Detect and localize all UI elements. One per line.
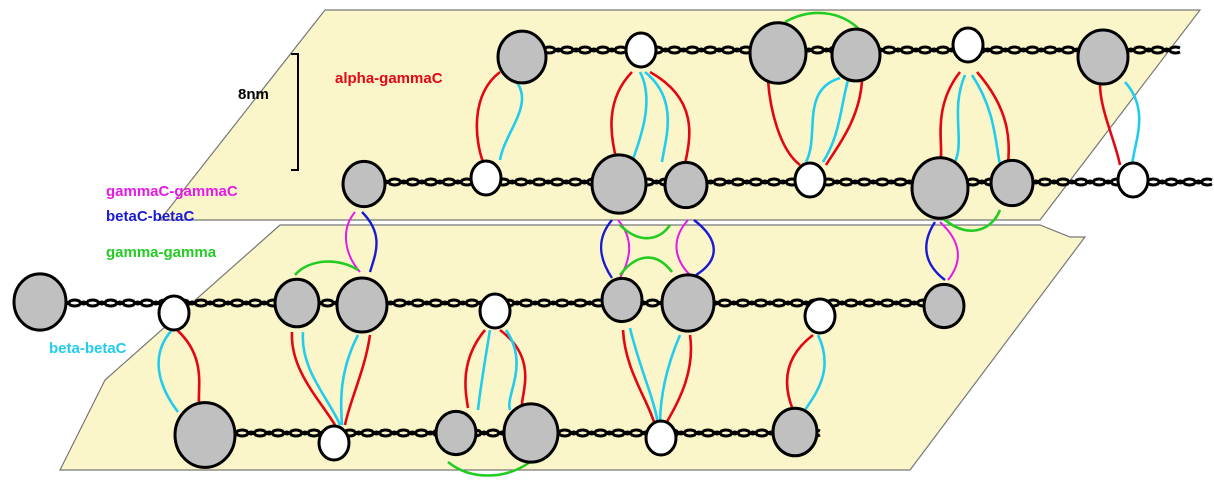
link-gammaC-4 — [939, 221, 959, 281]
link-upper-4 — [644, 70, 670, 163]
globular-node-10 — [273, 277, 321, 329]
link-lower-0 — [157, 329, 180, 413]
globular-node-12 — [600, 276, 644, 324]
link-upper-5 — [649, 70, 691, 165]
link-gamma-5 — [294, 260, 359, 276]
link-betaC-1 — [361, 211, 378, 273]
link-upper-3 — [630, 71, 648, 163]
link-lower-5 — [343, 334, 372, 426]
globular-node-18 — [771, 406, 819, 458]
link-gamma-1 — [784, 11, 861, 31]
open-node-4 — [1116, 161, 1150, 199]
scale-bar-line — [291, 53, 299, 171]
link-lower-2 — [290, 331, 337, 426]
fiber-row-4 — [173, 428, 821, 438]
link-upper-11 — [953, 74, 967, 163]
link-upper-7 — [804, 76, 841, 163]
globular-node-4 — [341, 159, 387, 209]
link-upper-14 — [1098, 83, 1122, 166]
link-lower-6 — [464, 329, 486, 409]
legend-betaC-betaC: betaC-betaC — [106, 208, 195, 225]
legend-gammaC-gammaC: gammaC-gammaC — [106, 183, 238, 200]
link-gammaC-1 — [344, 211, 361, 273]
open-node-7 — [803, 297, 837, 335]
link-gamma-3 — [618, 256, 674, 276]
link-upper-13 — [976, 71, 1011, 166]
link-gamma-6 — [447, 460, 531, 477]
scale-label: 8nm — [238, 86, 269, 103]
link-lower-11 — [628, 327, 660, 426]
globular-node-1 — [748, 21, 808, 85]
link-gamma-2 — [619, 224, 672, 240]
legend-beta-betaC: beta-betaC — [49, 340, 127, 357]
link-betaC-3 — [693, 219, 715, 277]
open-node-6 — [478, 292, 512, 330]
link-upper-9 — [824, 79, 864, 166]
globular-node-9 — [12, 272, 68, 332]
link-lower-7 — [476, 329, 492, 411]
globular-node-15 — [173, 401, 237, 469]
open-node-3 — [793, 161, 827, 199]
link-upper-0 — [475, 70, 501, 163]
open-node-2 — [469, 159, 503, 197]
globular-node-2 — [830, 27, 882, 83]
globular-node-13 — [660, 273, 716, 333]
globular-node-5 — [590, 153, 648, 215]
open-node-5 — [157, 294, 191, 332]
link-lower-9 — [504, 329, 518, 411]
link-upper-2 — [610, 71, 633, 163]
planes — [59, 9, 1202, 471]
link-lower-15 — [803, 334, 826, 411]
nodes — [12, 21, 1150, 469]
link-gammaC-3 — [675, 219, 691, 276]
fiber-row-4-strand-a — [173, 428, 821, 436]
globular-node-17 — [502, 402, 560, 464]
globular-node-16 — [434, 409, 478, 457]
link-lower-4 — [339, 334, 360, 426]
link-betaC-2 — [599, 219, 613, 279]
link-lower-12 — [658, 334, 682, 426]
globular-node-3 — [1076, 28, 1130, 86]
globular-node-7 — [910, 156, 970, 220]
link-lower-14 — [785, 333, 814, 411]
link-upper-15 — [1124, 81, 1141, 166]
open-node-9 — [644, 419, 678, 457]
globular-node-11 — [335, 276, 389, 334]
link-upper-6 — [766, 79, 801, 167]
link-lower-10 — [621, 329, 657, 426]
link-upper-10 — [938, 71, 962, 161]
lower-plane — [59, 224, 1087, 471]
legend-gamma-gamma: gamma-gamma — [106, 244, 217, 261]
crosslinks — [157, 11, 1141, 477]
link-lower-3 — [301, 331, 342, 426]
globular-node-0 — [496, 29, 548, 85]
link-lower-13 — [663, 334, 693, 426]
link-upper-8 — [821, 79, 850, 163]
open-node-0 — [624, 31, 658, 69]
globular-node-6 — [663, 160, 709, 210]
open-node-8 — [317, 424, 351, 462]
fiber-row-4-strand-b — [173, 430, 821, 438]
open-node-1 — [951, 26, 985, 64]
scale-bar — [291, 53, 299, 171]
globular-node-8 — [989, 158, 1035, 208]
link-upper-12 — [970, 74, 1002, 166]
legend-alpha-gammaC: alpha-gammaC — [335, 70, 443, 87]
globular-node-14 — [922, 282, 966, 330]
link-betaC-4 — [925, 221, 946, 281]
